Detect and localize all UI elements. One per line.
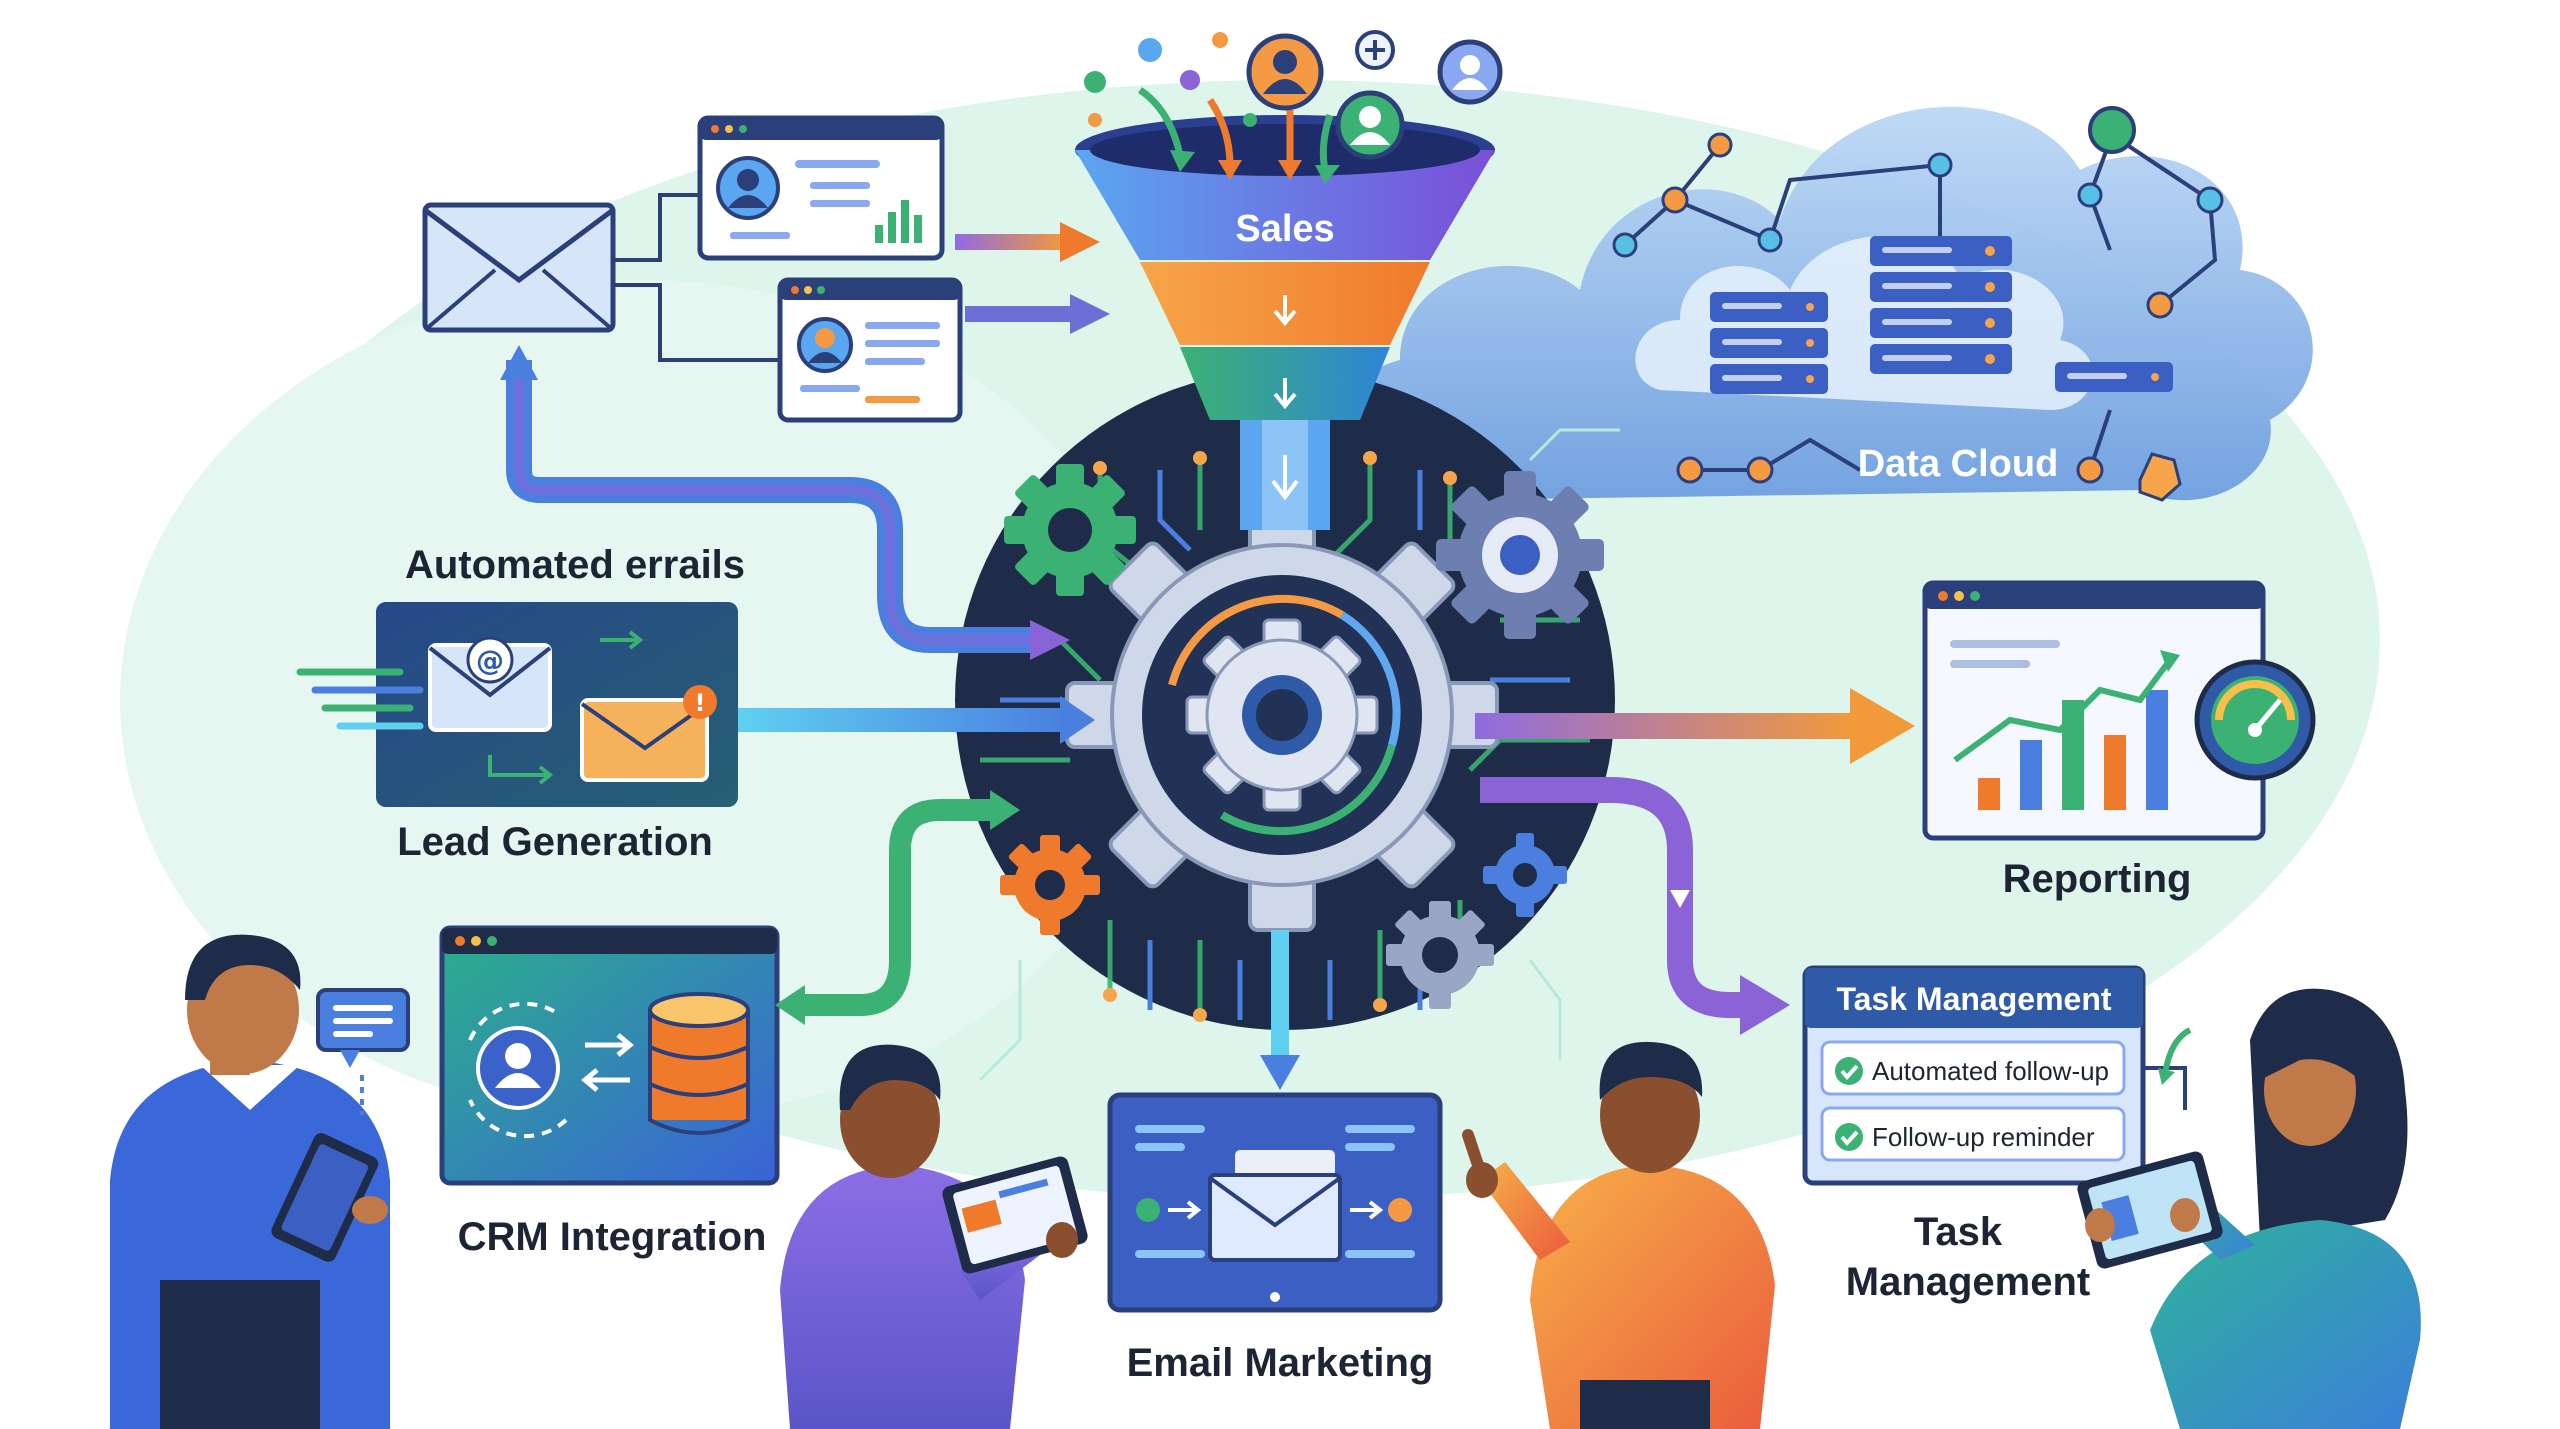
server-icon [1710,236,2173,394]
crm-integration-panel [439,925,780,1186]
lead-generation-panel: @ ! [376,602,738,807]
person-left [110,934,410,1429]
lead-generation-label: Lead Generation [397,820,713,864]
funnel-label: Sales [1235,208,1334,250]
email-marketing-label: Email Marketing [1127,1341,1434,1385]
flow-arrow [1475,713,1855,739]
crm-integration-label: CRM Integration [458,1215,767,1259]
reporting-label: Reporting [2003,857,2192,901]
gauge-icon [2194,659,2316,781]
person-middle-left [780,1044,1088,1429]
gear-icon [1000,835,1100,935]
flow-arrow [1480,777,1745,1018]
task-management-label-line2: Management [1846,1260,2091,1304]
gear-icon [1004,464,1136,596]
email-source [422,193,780,362]
person-middle-right [1462,1041,1775,1429]
profile-card [697,115,945,261]
chat-bubble-icon [316,988,410,1115]
gear-icon [1436,471,1604,639]
gear-icon [1065,498,1499,932]
envelope-icon [422,202,616,333]
data-cloud-label: Data Cloud [1858,443,2059,485]
envelope-icon [580,698,709,782]
bar-chart-icon [1953,650,2180,810]
central-hub [955,370,1615,1030]
speed-lines [296,668,424,730]
task-panel-title: Task Management [1836,981,2111,1017]
task-management-label-line1: Task [1914,1210,2003,1254]
user-icon [1335,90,1405,160]
flow-arrow [955,222,1110,334]
task-item: Automated follow-up [1872,1056,2109,1086]
automated-emails-label: Automated errails [405,543,745,587]
person-right [2077,988,2421,1429]
data-cloud: Data Cloud [1342,106,2313,504]
check-icon [1835,1057,1863,1085]
flow-arrow [738,708,1068,732]
user-icon [1246,33,1324,111]
flow-arrow [800,799,1000,1016]
profile-card [777,277,963,423]
email-marketing-panel [1107,1092,1443,1313]
task-management-panel: Task Management Automated follow-up Foll… [1802,965,2187,1186]
add-icon [1355,30,1395,70]
user-icon [1437,39,1503,105]
incoming-leads [1084,32,1340,184]
sales-funnel: Sales [1075,30,1503,530]
at-sign-icon: @ [428,636,552,732]
alert-icon [683,685,717,719]
database-icon [648,992,750,1135]
svg-text:!: ! [695,689,706,717]
gear-icon [1483,833,1567,917]
envelope-icon [1208,1150,1342,1262]
reporting-panel [1922,580,2316,841]
tablet-icon [271,1133,379,1262]
task-item: Follow-up reminder [1872,1122,2095,1152]
svg-text:@: @ [476,644,504,677]
gear-icon [1386,901,1494,1009]
check-icon [1835,1123,1863,1151]
